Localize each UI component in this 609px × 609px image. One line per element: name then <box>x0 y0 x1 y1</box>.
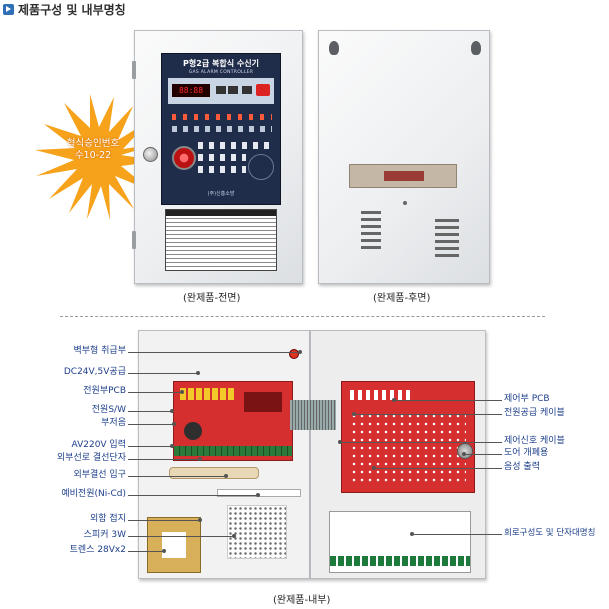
callout-speaker: 스피커 3W <box>83 530 126 540</box>
caption-interior: (완제품-내부) <box>273 595 331 606</box>
mini-display-3 <box>242 86 252 94</box>
callout-voice-output: 음성 출력 <box>504 462 540 472</box>
circuit-diagram <box>329 511 471 573</box>
cable-entry <box>169 467 259 479</box>
callout-transformer: 트렌스 28Vx2 <box>69 545 126 555</box>
top-screw-icon <box>289 349 299 359</box>
interior-body <box>138 330 310 579</box>
hinge-top <box>132 61 136 79</box>
transformer <box>147 517 201 573</box>
interior-door <box>310 330 486 579</box>
callout-ground: 외함 접지 <box>90 514 126 524</box>
hinge-bottom <box>132 231 136 249</box>
mount-hole-right-icon <box>471 41 481 55</box>
instruction-sheet <box>165 209 277 271</box>
callout-backup-battery: 예비전원(Ni-Cd) <box>61 489 126 499</box>
callout-circuit-diagram: 회로구성도 및 단자대명칭 <box>504 528 596 538</box>
approval-number: 형식승인번호 수10-22 <box>66 138 120 161</box>
rear-enclosure <box>318 30 490 284</box>
led-row-5 <box>198 166 246 173</box>
terminal-block <box>174 446 292 456</box>
mount-hole-left-icon <box>329 41 339 55</box>
starburst-icon <box>35 94 160 220</box>
callout-power-switch: 전원S/W <box>91 405 126 415</box>
section-title: 제품구성 및 내부명칭 <box>18 3 126 17</box>
key-lock-icon[interactable] <box>143 147 158 162</box>
callout-ac-input: AV220V 입력 <box>71 440 127 450</box>
callout-dc-supply: DC24V,5V공급 <box>63 367 126 377</box>
callout-buzzer: 부저음 <box>101 418 126 428</box>
led-row-1 <box>172 114 272 120</box>
control-panel: P형2급 복합식 수신기 GAS ALARM CONTROLLER 88:88 … <box>161 53 281 205</box>
panel-subtitle: GAS ALARM CONTROLLER <box>188 70 254 75</box>
ribbon-cable <box>290 400 336 430</box>
front-enclosure: P형2급 복합식 수신기 GAS ALARM CONTROLLER 88:88 … <box>132 30 303 284</box>
power-pcb <box>173 381 293 461</box>
pcb-chip <box>244 392 282 412</box>
capacitor-icon <box>184 422 202 440</box>
door-switch-icon <box>457 443 473 459</box>
alarm-button[interactable] <box>256 84 270 96</box>
key-switch-icon[interactable] <box>172 146 196 170</box>
vent-left <box>361 211 381 251</box>
callout-wall-mount: 벽부형 취급부 <box>73 346 126 356</box>
section-divider <box>60 316 545 317</box>
section-bullet-icon <box>3 4 14 15</box>
caption-front: (완제품-전면) <box>183 293 241 304</box>
rear-window <box>349 164 457 188</box>
mini-display-2 <box>228 86 238 94</box>
caption-rear: (완제품-후면) <box>373 293 431 304</box>
callout-cable-entry: 외부결선 입구 <box>73 470 126 480</box>
callout-power-cable: 전원공급 케이블 <box>504 408 565 418</box>
panel-brand: (주)신흥소방 <box>207 191 235 197</box>
mini-display-1 <box>216 86 226 94</box>
callout-signal-cable: 제어신호 케이블 <box>504 436 565 446</box>
speaker-grill-icon <box>248 154 274 180</box>
display-area: 88:88 <box>168 78 274 104</box>
callout-control-pcb: 제어부 PCB <box>504 394 550 404</box>
speaker <box>227 505 287 559</box>
vent-right <box>435 219 459 261</box>
led-row-2 <box>172 126 272 132</box>
callout-power-pcb: 전원부PCB <box>83 386 126 396</box>
callout-door-switch: 도어 개폐용 <box>504 448 549 458</box>
callout-ext-terminal: 외부선로 결선단자 <box>56 453 126 463</box>
panel-title: P형2급 복합식 수신기 <box>183 59 259 68</box>
led-row-4 <box>198 154 246 161</box>
relay-bank <box>180 388 234 400</box>
rear-screw-icon <box>403 201 407 205</box>
digital-display: 88:88 <box>172 84 210 97</box>
control-pcb <box>341 381 475 493</box>
led-row-3 <box>198 142 274 149</box>
